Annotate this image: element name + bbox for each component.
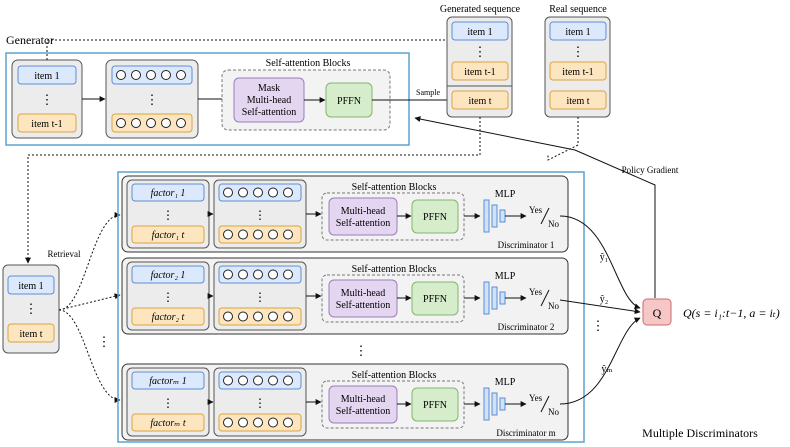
svg-text:⋮: ⋮ bbox=[254, 290, 266, 304]
svg-text:Yes: Yes bbox=[529, 393, 543, 403]
sample-label: Sample bbox=[416, 88, 440, 97]
svg-text:Self-attention: Self-attention bbox=[336, 406, 390, 417]
retrieval-item-t bbox=[7, 323, 55, 343]
generated-item-t bbox=[451, 90, 509, 110]
real-dots: ⋮ bbox=[572, 44, 585, 59]
retrieval-item-t-text: item t bbox=[19, 329, 42, 340]
svg-text:No: No bbox=[548, 407, 559, 417]
score-dots: ⋮ bbox=[592, 318, 605, 333]
svg-text:No: No bbox=[548, 219, 559, 229]
generator-frame bbox=[5, 52, 410, 146]
svg-text:Self-attention Blocks: Self-attention Blocks bbox=[352, 370, 437, 381]
svg-text:PFFN: PFFN bbox=[423, 400, 447, 411]
svg-text:Self-attention Blocks: Self-attention Blocks bbox=[352, 182, 437, 193]
policy-gradient-label: Policy Gradient bbox=[622, 165, 679, 175]
retrieval-label: Retrieval bbox=[48, 249, 81, 259]
retrieval-item-1 bbox=[7, 275, 55, 295]
discriminator-m-factor-t: factorₘ t bbox=[150, 418, 186, 429]
generator-item-1-text: item 1 bbox=[34, 71, 59, 82]
real-item-t-minus-1-text: item t-1 bbox=[562, 67, 593, 78]
discriminator-1-factor-t: factor₁ t bbox=[152, 230, 185, 241]
svg-text:⋮: ⋮ bbox=[162, 396, 174, 410]
svg-text:⋮: ⋮ bbox=[254, 208, 266, 222]
svg-text:Multi-head: Multi-head bbox=[341, 394, 385, 405]
svg-text:Self-attention: Self-attention bbox=[336, 218, 390, 229]
q-formula: Q(s = i₁:t−1, a = iₜ) bbox=[683, 306, 780, 320]
generated-sequence-label: Generated sequence bbox=[440, 4, 521, 15]
generator-pffn-text: PFFN bbox=[337, 96, 361, 107]
svg-text:MLP: MLP bbox=[495, 377, 516, 388]
svg-text:Self-attention: Self-attention bbox=[336, 300, 390, 311]
discriminator-1: factor₁ 1 ⋮ factor₁ t ⋮ Self-attention B… bbox=[121, 175, 569, 253]
generated-item-t-minus-1 bbox=[451, 61, 509, 81]
score-y2: ŷ₂ bbox=[600, 294, 609, 305]
generator-item-t-minus-1 bbox=[17, 113, 77, 133]
discriminator-1-name: Discriminator 1 bbox=[498, 240, 555, 250]
generated-item-t-minus-1-text: item t-1 bbox=[464, 67, 495, 78]
generated-item-1-text: item 1 bbox=[467, 27, 492, 38]
svg-text:MLP: MLP bbox=[495, 189, 516, 200]
discriminator-2-name: Discriminator 2 bbox=[498, 322, 555, 332]
score-ym: ŷₘ bbox=[601, 364, 612, 375]
generator-dots: ⋮ bbox=[41, 92, 54, 107]
real-item-t bbox=[549, 90, 607, 110]
retrieval-dots: ⋮ bbox=[25, 301, 38, 316]
discriminator-m-name: Discriminator m bbox=[496, 428, 555, 438]
generator-label: Generator bbox=[6, 33, 54, 47]
svg-text:PFFN: PFFN bbox=[423, 212, 447, 223]
svg-text:Multi-head: Multi-head bbox=[341, 206, 385, 217]
mask-line2: Multi-head bbox=[247, 95, 291, 106]
generated-item-t-text: item t bbox=[468, 96, 491, 107]
generator-self-attention-label: Self-attention Blocks bbox=[266, 58, 351, 69]
real-sequence-label: Real sequence bbox=[549, 4, 607, 15]
mask-line3: Self-attention bbox=[242, 107, 296, 118]
score-y1: ŷ₁ bbox=[600, 252, 609, 263]
svg-text:MLP: MLP bbox=[495, 271, 516, 282]
svg-text:PFFN: PFFN bbox=[423, 294, 447, 305]
discriminator-1-factor-1: factor₁ 1 bbox=[151, 188, 186, 199]
svg-text:⋮: ⋮ bbox=[162, 290, 174, 304]
discriminator-2-factor-1: factor₂ 1 bbox=[151, 270, 186, 281]
real-item-t-minus-1 bbox=[549, 61, 607, 81]
generator-item-t-minus-1-text: item t-1 bbox=[31, 119, 62, 130]
svg-text:No: No bbox=[548, 301, 559, 311]
generator-embedding-last-neurons bbox=[116, 118, 186, 128]
discriminator-m-factor-1: factorₘ 1 bbox=[149, 376, 187, 387]
svg-text:Yes: Yes bbox=[529, 287, 543, 297]
svg-text:Multi-head: Multi-head bbox=[341, 288, 385, 299]
discriminator-2: factor₂ 1 ⋮ factor₂ t ⋮ Self-attention B… bbox=[121, 257, 569, 335]
generator-embedding-first-neurons bbox=[116, 70, 186, 80]
q-box-text: Q bbox=[653, 306, 662, 320]
real-item-t-text: item t bbox=[566, 96, 589, 107]
svg-text:⋮: ⋮ bbox=[254, 396, 266, 410]
discriminators-frame bbox=[117, 171, 585, 443]
generator-item-1 bbox=[17, 65, 77, 85]
discriminator-m: factorₘ 1 ⋮ factorₘ t ⋮ Self-attention B… bbox=[121, 363, 569, 441]
discriminator-2-factor-t: factor₂ t bbox=[152, 312, 185, 323]
svg-text:⋮: ⋮ bbox=[162, 208, 174, 222]
discriminators-dots: ⋮ bbox=[355, 343, 368, 358]
multiple-discriminators-label: Multiple Discriminators bbox=[642, 426, 758, 440]
mask-line1: Mask bbox=[258, 83, 280, 94]
q-box bbox=[642, 298, 672, 326]
retrieval-fan-dots: ⋮ bbox=[98, 334, 111, 349]
real-item-1 bbox=[549, 21, 607, 41]
generated-dots: ⋮ bbox=[474, 44, 487, 59]
generator-embedding-dots: ⋮ bbox=[146, 92, 159, 107]
generated-item-1 bbox=[451, 21, 509, 41]
real-item-1-text: item 1 bbox=[565, 27, 590, 38]
svg-text:Yes: Yes bbox=[529, 205, 543, 215]
retrieval-item-1-text: item 1 bbox=[18, 281, 43, 292]
svg-text:Self-attention Blocks: Self-attention Blocks bbox=[352, 264, 437, 275]
